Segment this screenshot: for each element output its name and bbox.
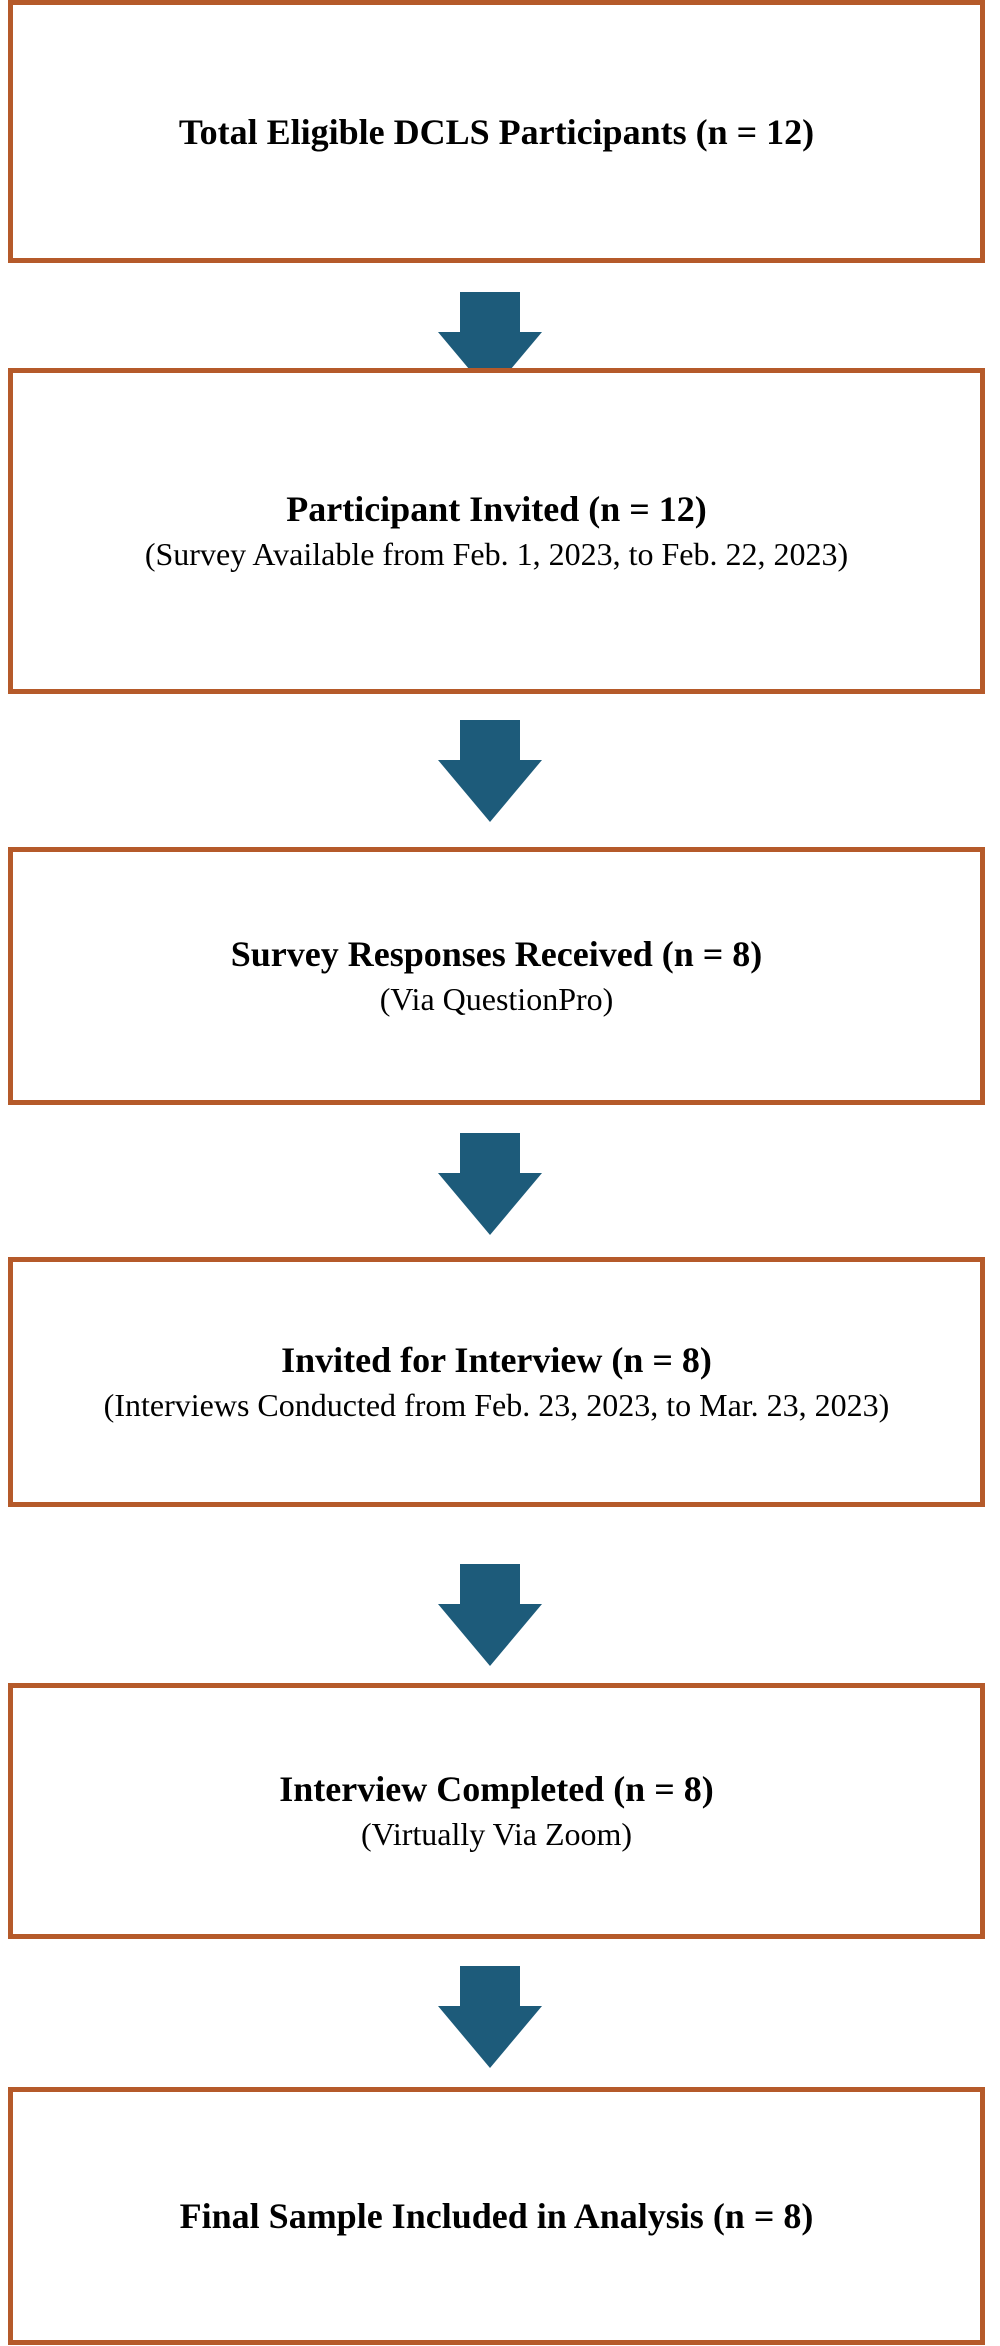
flow-box-subtitle: (Survey Available from Feb. 1, 2023, to … [144, 536, 849, 572]
flow-box-title: Participant Invited (n = 12) [286, 489, 707, 529]
flow-box-title: Interview Completed (n = 8) [279, 1769, 714, 1809]
flow-box-subtitle: (Interviews Conducted from Feb. 23, 2023… [103, 1387, 890, 1423]
flow-box-final-sample: Final Sample Included in Analysis (n = 8… [8, 2087, 985, 2345]
down-arrow-icon [438, 1966, 542, 2068]
down-arrow-icon [438, 292, 542, 394]
flow-box-title: Survey Responses Received (n = 8) [230, 934, 763, 974]
flow-box-interview-completed: Interview Completed (n = 8) (Virtually V… [8, 1683, 985, 1939]
flow-box-title: Invited for Interview (n = 8) [281, 1340, 712, 1380]
down-arrow-icon [438, 720, 542, 822]
flow-box-subtitle: (Virtually Via Zoom) [360, 1816, 633, 1852]
flow-box-survey-responses: Survey Responses Received (n = 8) (Via Q… [8, 847, 985, 1105]
flow-box-subtitle: (Via QuestionPro) [379, 981, 614, 1017]
flow-box-title: Final Sample Included in Analysis (n = 8… [179, 2196, 814, 2236]
flow-box-invited: Participant Invited (n = 12) (Survey Ava… [8, 368, 985, 694]
down-arrow-icon [438, 1133, 542, 1235]
flow-box-title: Total Eligible DCLS Participants (n = 12… [178, 111, 815, 152]
flow-box-eligible: Total Eligible DCLS Participants (n = 12… [8, 0, 985, 263]
down-arrow-icon [438, 1564, 542, 1666]
flow-box-interview-invite: Invited for Interview (n = 8) (Interview… [8, 1257, 985, 1507]
